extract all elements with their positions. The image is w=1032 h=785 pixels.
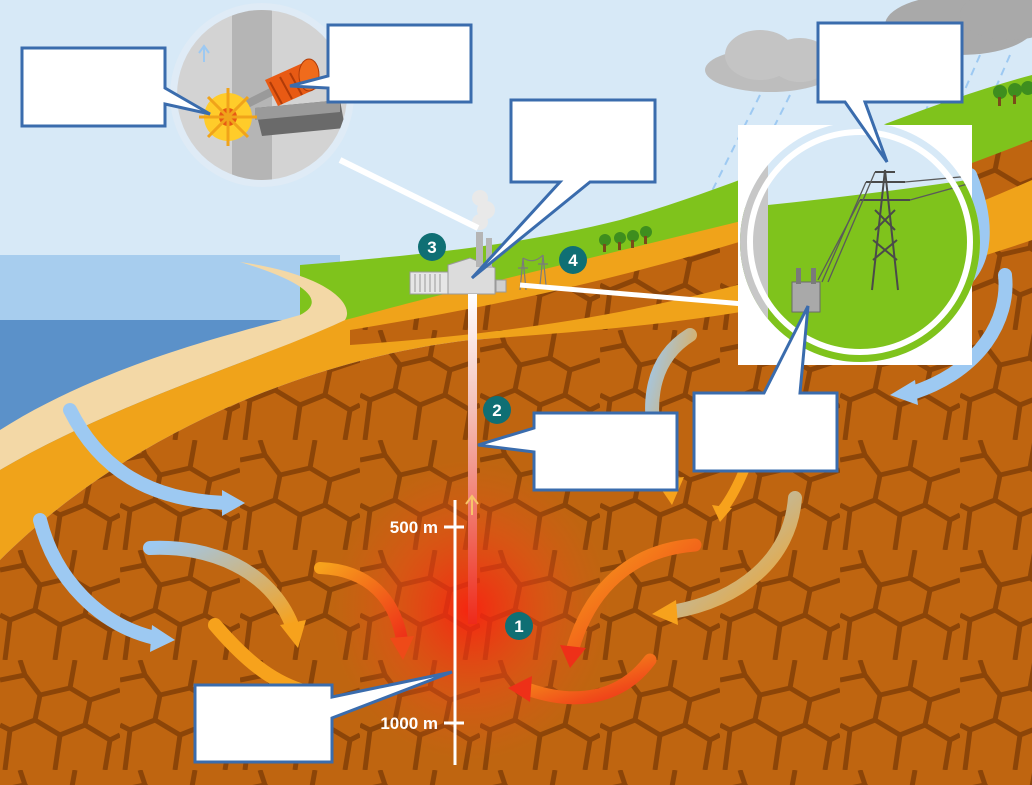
callout-well[interactable] <box>477 411 679 492</box>
callout-power-line[interactable] <box>816 21 964 163</box>
trees <box>599 81 1032 252</box>
power-line-inset <box>738 122 980 365</box>
well-pipe <box>468 294 477 624</box>
marker-2: 2 <box>483 396 511 424</box>
marker-1: 1 <box>505 612 533 640</box>
marker-4-number: 4 <box>568 251 578 270</box>
depth-label-1000: 1000 m <box>380 714 438 733</box>
marker-3: 3 <box>418 233 446 261</box>
marker-2-number: 2 <box>492 401 501 420</box>
depth-label-500: 500 m <box>390 518 438 537</box>
callout-power-plant[interactable] <box>470 98 657 280</box>
depth-scale <box>444 500 464 765</box>
marker-3-number: 3 <box>427 238 436 257</box>
cold-water-arrows <box>33 168 1013 652</box>
marker-1-number: 1 <box>514 617 523 636</box>
hot-water-arrows <box>208 463 750 705</box>
callout-generator[interactable] <box>20 46 211 128</box>
marker-4: 4 <box>559 246 587 274</box>
beach <box>0 262 348 470</box>
callout-transformer[interactable] <box>692 305 839 473</box>
callout-hot-zone[interactable] <box>193 670 453 764</box>
connector-transformer <box>519 282 769 309</box>
callout-turbine[interactable] <box>289 23 473 104</box>
connector-generator <box>338 157 480 231</box>
generator-inset <box>170 3 354 187</box>
